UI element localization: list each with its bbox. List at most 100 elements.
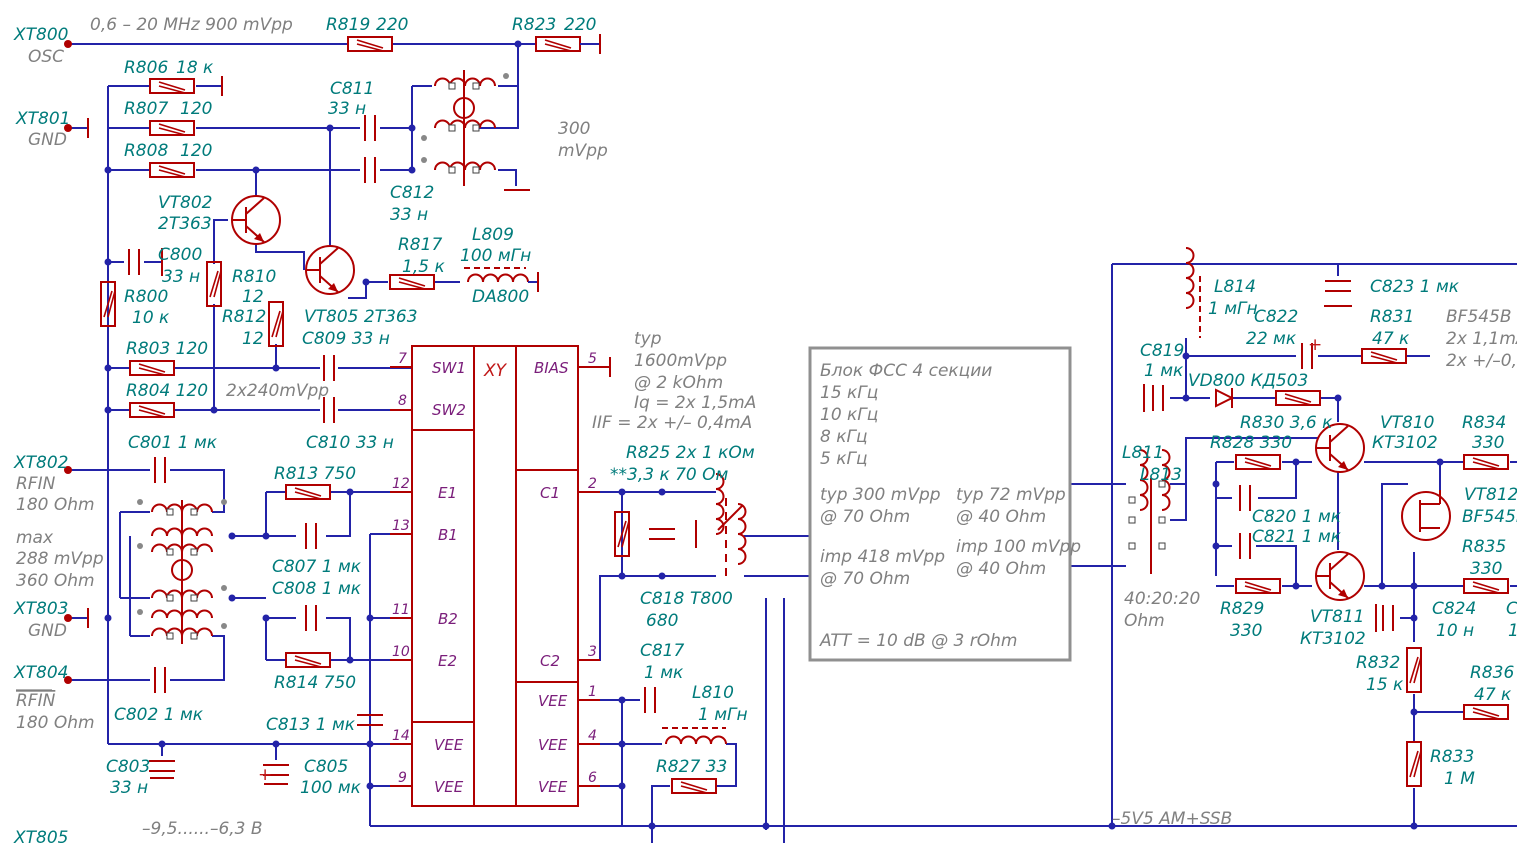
r827-body xyxy=(671,778,717,794)
ic-pinnum-5: 5 xyxy=(588,351,597,367)
r823-value: 220 xyxy=(564,15,596,35)
c811-body xyxy=(364,114,376,142)
ic-pinnum-4: 4 xyxy=(588,728,597,744)
vt811-body xyxy=(1315,551,1365,601)
filter-bw-8: 8 кГц xyxy=(820,427,868,447)
vt812-label: VT812 xyxy=(1464,485,1517,505)
svg-text:+: + xyxy=(258,765,272,785)
xt801-name: GND xyxy=(28,130,67,150)
c809-body xyxy=(323,354,335,382)
r833-value: 1 M xyxy=(1444,769,1475,789)
xt802-imp: 180 Ohm xyxy=(16,495,95,515)
vt805-label: VT805 2T363 xyxy=(304,307,418,327)
r800-label: R800 xyxy=(124,287,168,307)
filter-bw-10: 10 кГц xyxy=(820,405,878,425)
filter-imp-right-0: imp 100 mVpp xyxy=(956,537,1081,557)
xt801-ref: XT801 xyxy=(15,109,70,129)
l809-body xyxy=(467,273,529,283)
filter-typ-right-0: typ 72 mVpp xyxy=(956,485,1066,505)
xt804-ref: XT804 xyxy=(13,663,68,683)
c802-body xyxy=(154,666,166,694)
xt803-name: GND xyxy=(28,621,67,641)
r808-body xyxy=(149,162,195,178)
rail-note: –5V5 AM+SSB xyxy=(1112,809,1232,829)
r808-value: 120 xyxy=(180,141,212,161)
mixer-transformer xyxy=(421,70,530,191)
l810-label: L810 xyxy=(692,683,734,703)
mixer-out-level: 300 xyxy=(558,119,590,139)
mixer-out-unit: mVpp xyxy=(558,141,608,161)
c812-label: C812 xyxy=(390,183,434,203)
ic-pin-b1: B1 xyxy=(438,526,458,544)
connector-labels: XT800 OSC 0,6 – 20 MHz 900 mVpp XT801 GN… xyxy=(13,15,293,843)
r825-label: R825 2х 1 кОм xyxy=(626,443,755,463)
ic-pin-vee-14: VEE xyxy=(434,736,464,754)
xt802-ref: XT802 xyxy=(13,453,68,473)
filter-bw-15: 15 кГц xyxy=(820,383,878,403)
r819-value: 220 xyxy=(376,15,408,35)
c818-value: 680 xyxy=(646,611,678,631)
bf-note-0: BF545B 1 xyxy=(1446,307,1517,327)
ic-xy-body xyxy=(390,345,611,807)
ic-pinnum-2: 2 xyxy=(588,476,597,492)
r830-body xyxy=(1275,390,1321,406)
c823-label: C823 1 мк xyxy=(1370,277,1460,297)
filter-bw-5: 5 кГц xyxy=(820,449,868,469)
r819-label: R819 xyxy=(326,15,370,35)
ic-pinnum-14: 14 xyxy=(392,728,410,744)
r829-body xyxy=(1235,578,1281,594)
xt800-pin xyxy=(64,40,72,48)
l814-value: 1 мГн xyxy=(1208,299,1258,319)
typ-line-2: @ 2 kOhm xyxy=(634,373,723,393)
filter-typ-right-1: @ 40 Ohm xyxy=(956,507,1046,527)
ic-labels: XY SW1 7 SW2 8 E1 12 B1 13 B2 11 E2 10 V… xyxy=(392,351,597,796)
xt802-name: RFIN xyxy=(16,474,56,494)
r829-label: R829 xyxy=(1220,599,1264,619)
filter-imp-left-1: @ 70 Ohm xyxy=(820,569,910,589)
r823-body xyxy=(535,36,581,52)
da800-label: DA800 xyxy=(472,287,529,307)
c819-label: C819 xyxy=(1140,341,1184,361)
c813-label: C813 1 мк xyxy=(266,715,356,735)
xt800-ref: XT800 xyxy=(13,25,68,45)
c817-value: 1 мк xyxy=(644,663,684,683)
bf-note-1: 2x 1,1mA xyxy=(1446,329,1517,349)
filter-imp-right-1: @ 40 Ohm xyxy=(956,559,1046,579)
c810-label: C810 33 н xyxy=(306,433,394,453)
c824-label: C824 xyxy=(1432,599,1476,619)
r814-label: R814 750 xyxy=(274,673,356,693)
c807-body xyxy=(305,522,317,550)
r833-label: R833 xyxy=(1430,747,1474,767)
c801-label: C801 1 мк xyxy=(128,433,218,453)
c800-label: C800 xyxy=(158,245,202,265)
cut-label-2: 1 xyxy=(1508,621,1517,641)
c812-body xyxy=(364,156,376,184)
r810-label: R810 xyxy=(232,267,276,287)
vt811-value: КТ3102 xyxy=(1300,629,1366,649)
c820-body xyxy=(1239,484,1251,512)
r806-body xyxy=(149,78,195,94)
c812-value: 33 н xyxy=(390,205,428,225)
r828-label: R828 330 xyxy=(1210,433,1292,453)
c821-label: C821 1 мк xyxy=(1252,527,1342,547)
vd800-label: VD800 КД503 xyxy=(1188,371,1308,391)
filter-att: ATT = 10 dB @ 3 rOhm xyxy=(819,631,1017,651)
t800-label: T800 xyxy=(690,589,733,609)
r834-value: 330 xyxy=(1472,433,1504,453)
ic-pinnum-7: 7 xyxy=(398,351,407,367)
xt804-name: RFIN xyxy=(16,691,56,711)
l809-label: L809 xyxy=(472,225,514,245)
c805-label: C805 xyxy=(304,757,348,777)
r817-label: R817 xyxy=(398,235,442,255)
c819-body xyxy=(1152,384,1164,412)
xt804-imp: 180 Ohm xyxy=(16,713,95,733)
l811-l813-body xyxy=(1128,449,1171,574)
ic-name: XY xyxy=(483,361,508,381)
xt805-ref: XT805 xyxy=(13,828,68,843)
xt803-ref: XT803 xyxy=(13,599,68,619)
r832-label: R832 xyxy=(1356,653,1400,673)
r807-body xyxy=(149,120,195,136)
c817-body xyxy=(644,686,656,714)
r828-body xyxy=(1235,454,1281,470)
